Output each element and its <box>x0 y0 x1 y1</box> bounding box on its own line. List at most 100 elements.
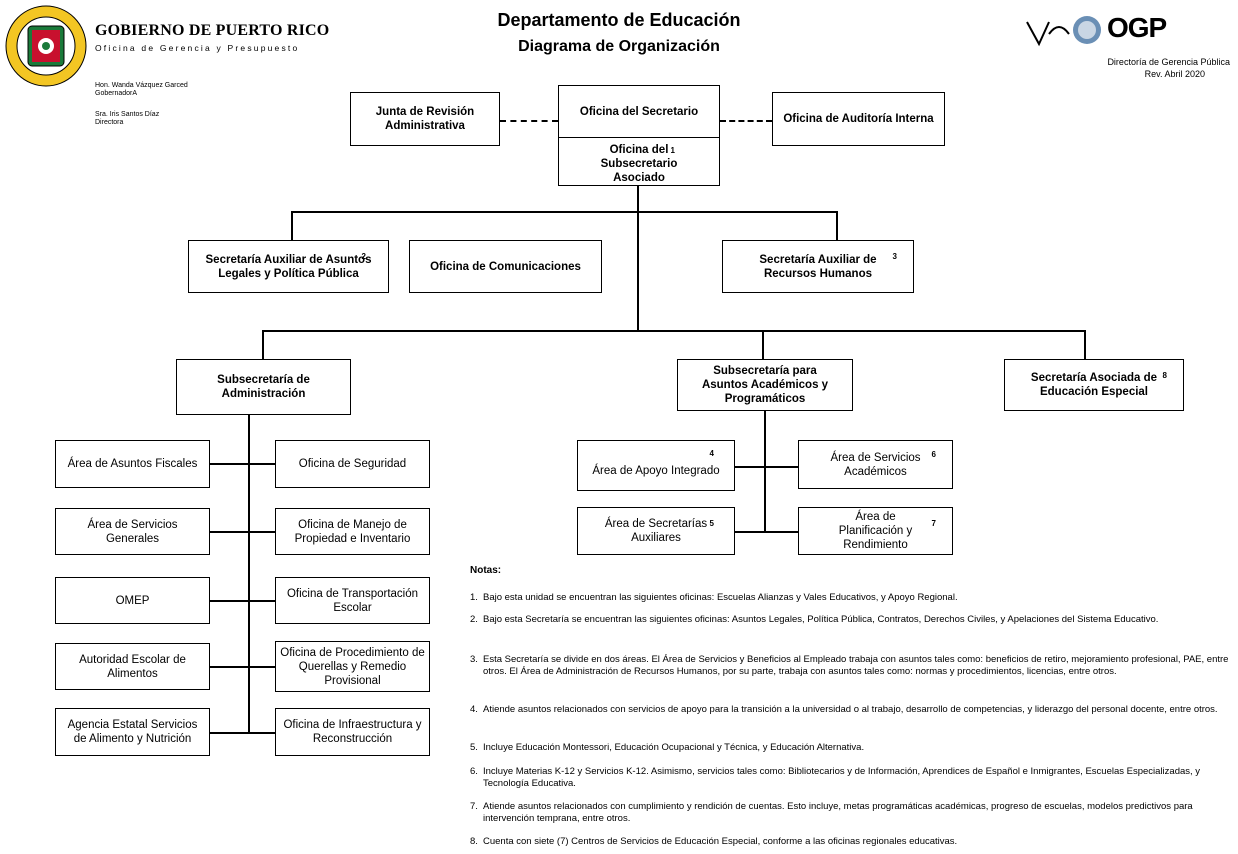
note-text: Incluye Educación Montessori, Educación … <box>483 742 865 753</box>
connector <box>764 410 766 532</box>
box-label: Oficina de Seguridad <box>298 458 407 470</box>
footnote-marker: 6 <box>931 450 936 459</box>
box-infraestructura[interactable]: Oficina de Infraestructura y Reconstrucc… <box>275 708 430 756</box>
box-subsecretaria-academicos[interactable]: Subsecretaría para Asuntos Académicos y … <box>677 359 853 411</box>
note-number: 6. <box>470 766 478 777</box>
connector <box>263 330 1085 332</box>
director-name: Sra. Iris Santos Díaz <box>95 111 160 118</box>
box-label: Oficina de Infraestructura y Reconstrucc… <box>283 719 422 745</box>
note-item: 2. Bajo esta Secretaría se encuentran la… <box>470 614 1230 626</box>
box-manejo-propiedad[interactable]: Oficina de Manejo de Propiedad e Inventa… <box>275 508 430 555</box>
box-autoridad-escolar-alimentos[interactable]: Autoridad Escolar de Alimentos <box>55 643 210 690</box>
connector <box>1084 330 1086 359</box>
note-number: 7. <box>470 801 478 812</box>
footnote-marker: 5 <box>709 519 714 528</box>
note-item: 6. Incluye Materias K-12 y Servicios K-1… <box>470 766 1230 789</box>
footnote-marker: 1 <box>670 146 675 155</box>
box-oficina-seguridad[interactable]: Oficina de Seguridad <box>275 440 430 488</box>
director-block: Sra. Iris Santos Díaz Directora <box>95 111 159 127</box>
box-label: OMEP <box>115 594 150 607</box>
box-recursos-humanos[interactable]: Secretaría Auxiliar de Recursos Humanos … <box>722 240 914 293</box>
box-omep[interactable]: OMEP <box>55 577 210 624</box>
note-item: 1. Bajo esta unidad se encuentran las si… <box>470 592 1230 604</box>
footnote-marker: 4 <box>709 449 714 458</box>
box-auditoria-interna[interactable]: Oficina de Auditoría Interna <box>772 92 945 146</box>
puerto-rico-seal-logo <box>5 5 87 87</box>
connector <box>291 211 293 240</box>
box-secretarias-auxiliares[interactable]: Área de Secretarías Auxiliares 5 <box>577 507 735 555</box>
box-subsecretaria-administracion[interactable]: Subsecretaría de Administración <box>176 359 351 415</box>
connector <box>210 732 275 734</box>
note-item: 7. Atiende asuntos relacionados con cump… <box>470 801 1230 824</box>
connector <box>836 211 838 240</box>
box-label: Oficina de Procedimiento de Querellas y … <box>280 646 425 687</box>
note-number: 2. <box>470 614 478 625</box>
box-label: Secretaría Auxiliar de Asuntos Legales y… <box>205 253 372 280</box>
box-educacion-especial[interactable]: Secretaría Asociada de Educación Especia… <box>1004 359 1184 411</box>
box-label: Oficina de Auditoría Interna <box>783 113 934 125</box>
note-item: 3. Esta Secretaría se divide en dos área… <box>470 654 1230 677</box>
note-item: 5. Incluye Educación Montessori, Educaci… <box>470 742 1230 754</box>
directorate-label: Directoría de Gerencia Pública <box>1107 57 1230 67</box>
box-apoyo-integrado[interactable]: Área de Apoyo Integrado 4 <box>577 440 735 491</box>
box-procedimiento-querellas[interactable]: Oficina de Procedimiento de Querellas y … <box>275 641 430 692</box>
page-title: Departamento de Educación <box>497 10 741 30</box>
box-label: Oficina de Transportación Escolar <box>286 587 419 614</box>
note-number: 1. <box>470 592 478 603</box>
ogp-logo: OGP <box>1025 10 1205 50</box>
office-name: Oficina de Gerencia y Presupuesto <box>95 43 300 53</box>
note-text: Atiende asuntos relacionados con servici… <box>483 704 1218 715</box>
note-number: 3. <box>470 654 478 665</box>
box-oficina-secretario[interactable]: Oficina del Secretario <box>558 85 720 138</box>
box-label: Área de Servicios Generales <box>87 518 178 545</box>
box-label: Oficina de Comunicaciones <box>430 260 581 273</box>
connector <box>262 330 264 359</box>
ogp-logo-text: OGP <box>1107 12 1167 43</box>
box-servicios-academicos[interactable]: Área de Servicios Académicos 6 <box>798 440 953 489</box>
box-label: Área de Apoyo Integrado <box>592 464 720 477</box>
box-label: Junta de Revisión Administrativa <box>375 106 475 132</box>
dashed-connector-right <box>720 120 772 122</box>
connector <box>762 330 764 359</box>
note-item: 4. Atiende asuntos relacionados con serv… <box>470 704 1230 716</box>
government-name: GOBIERNO DE PUERTO RICO <box>95 22 330 39</box>
connector <box>210 463 275 465</box>
connector <box>637 185 639 212</box>
revision-label: Rev. Abril 2020 <box>1144 69 1205 79</box>
note-text: Incluye Materias K-12 y Servicios K-12. … <box>483 766 1201 789</box>
box-label: Área de Servicios Académicos <box>830 451 921 478</box>
box-label: Oficina del Subsecretario Asociado <box>600 143 678 184</box>
footnote-marker: 7 <box>931 519 936 528</box>
note-text: Cuenta con siete (7) Centros de Servicio… <box>483 836 958 847</box>
page-subtitle: Diagrama de Organización <box>518 38 720 55</box>
box-label: Secretaría Asociada de Educación Especia… <box>1030 372 1158 398</box>
box-label: Oficina de Manejo de Propiedad e Inventa… <box>294 518 411 545</box>
governor-title: GobernadorA <box>95 90 138 97</box>
box-subsecretario-asociado[interactable]: Oficina del Subsecretario Asociado 1 <box>558 137 720 186</box>
connector <box>735 466 798 468</box>
box-label: Agencia Estatal Servicios de Alimento y … <box>67 719 198 745</box>
box-agencia-estatal-alimento[interactable]: Agencia Estatal Servicios de Alimento y … <box>55 708 210 756</box>
box-asuntos-fiscales[interactable]: Área de Asuntos Fiscales <box>55 440 210 488</box>
box-asuntos-legales[interactable]: Secretaría Auxiliar de Asuntos Legales y… <box>188 240 389 293</box>
governor-block: Hon. Wanda Vázquez Garced GobernadorA <box>95 82 188 98</box>
box-servicios-generales[interactable]: Área de Servicios Generales <box>55 508 210 555</box>
box-label: Área de Planificación y Rendimiento <box>838 511 913 551</box>
box-junta-revision[interactable]: Junta de Revisión Administrativa <box>350 92 500 146</box>
box-label: Subsecretaría de Administración <box>217 374 310 400</box>
governor-name: Hon. Wanda Vázquez Garced <box>95 82 188 89</box>
dashed-connector-left <box>500 120 558 122</box>
note-number: 8. <box>470 836 478 847</box>
box-comunicaciones[interactable]: Oficina de Comunicaciones <box>409 240 602 293</box>
note-text: Bajo esta Secretaría se encuentran las s… <box>483 614 1159 625</box>
box-transportacion-escolar[interactable]: Oficina de Transportación Escolar <box>275 577 430 624</box>
notes-title: Notas: <box>470 565 502 576</box>
connector <box>210 666 275 668</box>
footnote-marker: 3 <box>892 252 897 261</box>
connector <box>210 531 275 533</box>
note-text: Bajo esta unidad se encuentran las sigui… <box>483 592 958 603</box>
connector <box>637 211 639 331</box>
note-text: Esta Secretaría se divide en dos áreas. … <box>483 654 1229 677</box>
box-planificacion-rendimiento[interactable]: Área de Planificación y Rendimiento 7 <box>798 507 953 555</box>
note-number: 4. <box>470 704 478 715</box>
